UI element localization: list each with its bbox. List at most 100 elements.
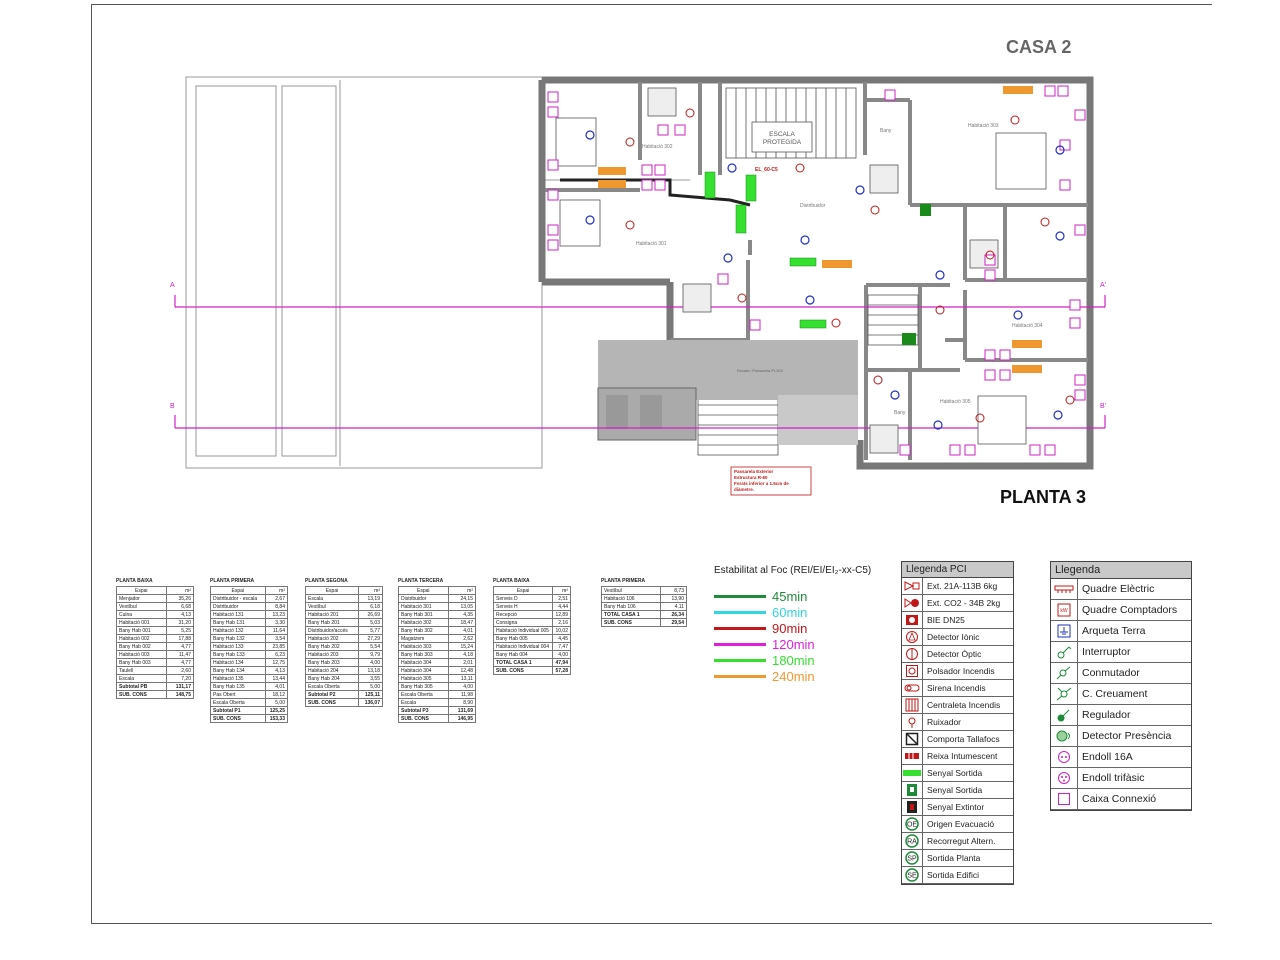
space-name: Escala: [305, 594, 359, 603]
total-label: TOTAL CASA 1: [492, 658, 554, 667]
legend-label: Quadre Elèctric: [1082, 583, 1155, 595]
legend-label: Interruptor: [1082, 646, 1131, 658]
total-value: 146,95: [447, 714, 477, 723]
switch-icon: [1051, 642, 1078, 662]
area-table-title: PLANTA BAIXA: [493, 578, 530, 584]
legend-label: Sortida Planta: [927, 853, 981, 863]
space-name: Bany Hab 204: [305, 674, 359, 683]
space-area: 11,64: [264, 626, 288, 635]
total-label: Subtotal PB: [116, 682, 167, 691]
space-area: 27,29: [357, 634, 384, 643]
space-area: 26,69: [357, 610, 384, 619]
ionic-detector-icon: [902, 629, 923, 645]
space-area: 5,54: [357, 642, 384, 651]
space-name: Bany Hab 005: [492, 634, 554, 643]
total-label: SUB. CONS: [492, 666, 554, 675]
legend-row: Quadre Elèctric: [1051, 579, 1191, 600]
space-area: 2,62: [447, 634, 477, 643]
legend-label: Reixa Intumescent: [927, 751, 998, 761]
space-area: 5,77: [357, 626, 384, 635]
space-area: 12,75: [264, 658, 288, 667]
legend-label: Arqueta Terra: [1082, 625, 1146, 637]
svg-text:OE: OE: [907, 822, 917, 829]
space-name: Bany Hab 002: [116, 642, 167, 651]
hose-icon: [902, 612, 923, 628]
legend-row: Ext. 21A-113B 6kg: [902, 578, 1013, 595]
space-name: Habitació 131: [210, 610, 266, 619]
total-label: Subtotal P3: [398, 706, 449, 715]
space-area: 13,90: [660, 594, 687, 603]
space-area: 5,00: [264, 698, 288, 707]
sp-icon: SP: [902, 850, 923, 866]
svg-text:SP: SP: [907, 856, 917, 863]
svg-text:Passarela Exterior: Passarela Exterior: [734, 469, 774, 474]
legend-row: Senyal Sortida: [902, 765, 1013, 782]
commutator-icon: [1051, 663, 1078, 683]
total-label: SUB. CONS: [210, 714, 266, 723]
room-label-304: Habitació 304: [1012, 323, 1043, 329]
space-name: Distribuidor: [210, 602, 266, 611]
space-area: 24,15: [447, 594, 477, 603]
exit-sign: [704, 171, 716, 199]
legend-label: C. Creuament: [1082, 688, 1148, 700]
space-area: 13,05: [447, 602, 477, 611]
legend-label: Regulador: [1082, 709, 1131, 721]
area-table-title: PLANTA PRIMERA: [601, 578, 646, 584]
space-area: 7,47: [552, 642, 571, 651]
space-area: 6,18: [357, 602, 384, 611]
legend-label: Endoll 16A: [1082, 751, 1133, 763]
space-area: 15,24: [447, 642, 477, 651]
svg-text:Estructura R-60: Estructura R-60: [734, 475, 768, 480]
space-area: 12,89: [552, 610, 571, 619]
total-label: SUB. CONS: [305, 698, 359, 707]
legend-row: Regulador: [1051, 705, 1191, 726]
fire-legend-row: 180min: [714, 652, 871, 668]
table-header: Espai: [492, 586, 554, 595]
fire-legend-row: 120min: [714, 636, 871, 652]
legend-row: Conmutador: [1051, 663, 1191, 684]
total-label: TOTAL CASA 1: [600, 610, 662, 619]
space-area: 13,44: [264, 674, 288, 683]
space-area: 4,01: [264, 682, 288, 691]
space-name: Bany Hab 003: [116, 658, 167, 667]
space-name: Habitació 202: [305, 634, 359, 643]
space-area: 4,44: [552, 602, 571, 611]
legend-label: Endoll trifàsic: [1082, 772, 1145, 784]
section-a2-label: A': [1100, 282, 1106, 289]
exit-sign-green-icon: [902, 782, 923, 798]
space-area: 6,68: [165, 602, 195, 611]
electric-panel-icon: [1051, 579, 1078, 599]
total-value: 136,07: [357, 698, 384, 707]
fire-duration-label: 45min: [772, 588, 808, 604]
space-area: 4,00: [357, 658, 384, 667]
space-area: 4,11: [660, 602, 687, 611]
legend-row: Detector Òptic: [902, 646, 1013, 663]
space-name: Habitació 133: [210, 642, 266, 651]
casa-title: CASA 2: [1006, 37, 1072, 57]
legend-label: Caixa Connexió: [1082, 793, 1157, 805]
table-header: Espai: [210, 586, 266, 595]
exit-sign-icon: [902, 765, 923, 781]
space-name: Serveis H: [492, 602, 554, 611]
